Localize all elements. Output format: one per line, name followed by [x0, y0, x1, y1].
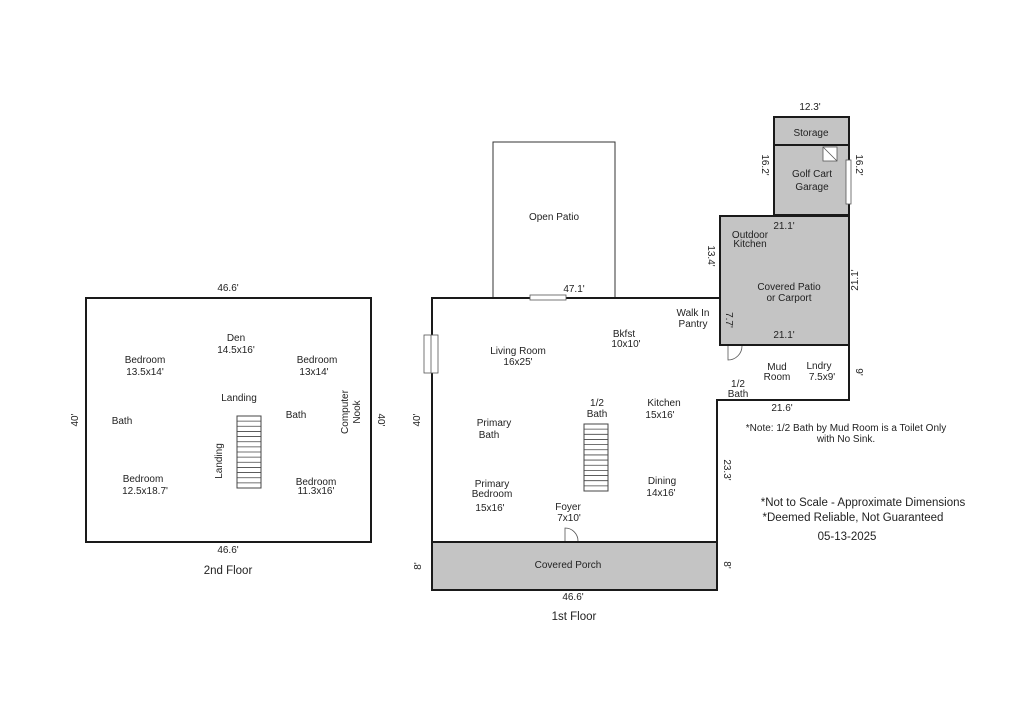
patio-slider-door	[529, 294, 567, 301]
note-half-bath-line2: with No Sink.	[816, 434, 875, 445]
room-computer-nook-line2: Nook	[352, 399, 363, 423]
room-pantry-line2: Pantry	[679, 319, 708, 330]
room-primary-bedroom-line2: Bedroom	[472, 489, 513, 500]
room-bedroom-sw-size: 12.5x18.7'	[122, 486, 168, 497]
first-floor-stairs	[583, 423, 609, 492]
room-primary-bedroom-size: 15x16'	[475, 503, 504, 514]
room-kitchen-size: 15x16'	[645, 410, 674, 421]
note-date: 05-13-2025	[818, 531, 877, 543]
covered-porch-outline	[431, 541, 718, 591]
second-floor-dim-top: 46.6'	[217, 283, 238, 294]
second-floor-plan: 46.6' 46.6' 40' 40' Den 14.5x16' Bedroom…	[70, 283, 386, 577]
room-bkfst-size: 10x10'	[611, 339, 640, 350]
dim-first-left: 40'	[412, 413, 423, 426]
room-living-name: Living Room	[490, 346, 546, 357]
room-bedroom-nw-size: 13.5x14'	[126, 367, 164, 378]
room-open-patio: Open Patio	[529, 212, 579, 223]
room-bath-east: Bath	[286, 410, 307, 421]
room-laundry-name: Lndry	[806, 361, 831, 372]
room-mud-line2: Room	[764, 372, 791, 383]
room-golf-cart-line1: Golf Cart	[792, 169, 832, 180]
dim-mud: 9'	[853, 368, 864, 376]
room-bedroom-sw-name: Bedroom	[123, 474, 164, 485]
room-primary-bedroom-line1: Primary	[475, 479, 509, 490]
room-outdoor-kitchen-line2: Kitchen	[733, 239, 766, 250]
second-floor-dim-right: 40'	[375, 413, 386, 426]
room-landing-top: Landing	[221, 393, 257, 404]
note-deemed-reliable: *Deemed Reliable, Not Guaranteed	[763, 512, 944, 524]
room-half-bath-center-line1: 1/2	[590, 398, 604, 409]
second-floor-outline	[85, 297, 372, 543]
notes: *Note: 1/2 Bath by Mud Room is a Toilet …	[746, 423, 966, 543]
room-dining-name: Dining	[648, 476, 676, 487]
room-half-bath-mud-line1: 1/2	[731, 379, 745, 390]
dim-first-step: 21.6'	[771, 403, 792, 414]
room-primary-bath-line2: Bath	[479, 430, 500, 441]
first-floor-caption: 1st Floor	[552, 611, 597, 623]
room-foyer-name: Foyer	[555, 502, 581, 513]
room-primary-bath-line1: Primary	[477, 418, 511, 429]
dim-pantry: 7.7'	[723, 312, 734, 328]
dim-porch-right: 8'	[721, 561, 732, 569]
room-half-bath-mud-line2: Bath	[728, 389, 749, 400]
room-foyer-size: 7x10'	[557, 513, 581, 524]
room-kitchen-name: Kitchen	[647, 398, 680, 409]
room-pantry-line1: Walk In	[677, 308, 710, 319]
dim-first-right-lower: 23.3'	[721, 459, 732, 480]
covered-patio-outline	[719, 215, 850, 346]
dim-patio-top: 21.1'	[773, 221, 794, 232]
room-bedroom-se-size: 11.3x16'	[298, 486, 335, 497]
room-covered-porch: Covered Porch	[535, 560, 602, 571]
room-den-size: 14.5x16'	[217, 345, 255, 356]
room-half-bath-center-line2: Bath	[587, 409, 608, 420]
first-floor-plan: Open Patio Storage Golf Cart Garage 12.3…	[412, 102, 864, 623]
room-living-size: 16x25'	[503, 357, 532, 368]
dim-patio-right: 21.1'	[850, 269, 861, 290]
dim-porch-left: 8'	[413, 562, 424, 570]
second-floor-stairs	[236, 415, 262, 489]
foyer-entry-door	[564, 527, 579, 542]
dim-storage-right: 16.2'	[853, 154, 864, 175]
dim-storage-top: 12.3'	[799, 102, 820, 113]
room-bkfst-name: Bkfst	[613, 329, 635, 340]
room-covered-patio-line1: Covered Patio	[757, 282, 821, 293]
room-landing-side: Landing	[214, 443, 225, 479]
garage-side-door	[845, 159, 852, 205]
room-computer-nook-line1: Computer	[340, 389, 351, 434]
dim-patio-left: 13.4'	[705, 245, 716, 266]
room-mud-line1: Mud	[767, 362, 786, 373]
note-half-bath-line1: *Note: 1/2 Bath by Mud Room is a Toilet …	[746, 423, 946, 434]
room-bedroom-ne-size: 13x14'	[299, 367, 328, 378]
room-outdoor-kitchen-line1: Outdoor	[732, 230, 769, 241]
room-bath-west: Bath	[112, 416, 133, 427]
room-bedroom-se-name: Bedroom	[296, 477, 337, 488]
dim-patio-bottom: 21.1'	[773, 330, 794, 341]
second-floor-caption: 2nd Floor	[204, 565, 253, 577]
dim-first-top: 47.1'	[563, 284, 584, 295]
dim-first-bottom: 46.6'	[562, 592, 583, 603]
room-bedroom-ne-name: Bedroom	[297, 355, 338, 366]
second-floor-dim-left: 40'	[70, 413, 81, 426]
note-not-to-scale: *Not to Scale - Approximate Dimensions	[761, 497, 966, 509]
room-storage: Storage	[793, 128, 828, 139]
room-laundry-size: 7.5x9'	[809, 372, 835, 383]
room-covered-patio-line2: or Carport	[766, 293, 811, 304]
dim-storage-left: 16.2'	[759, 154, 770, 175]
room-bedroom-nw-name: Bedroom	[125, 355, 166, 366]
carport-door-swing	[727, 345, 743, 361]
room-dining-size: 14x16'	[646, 488, 675, 499]
second-floor-dim-bottom: 46.6'	[217, 545, 238, 556]
room-den-name: Den	[227, 333, 245, 344]
room-golf-cart-line2: Garage	[795, 182, 829, 193]
